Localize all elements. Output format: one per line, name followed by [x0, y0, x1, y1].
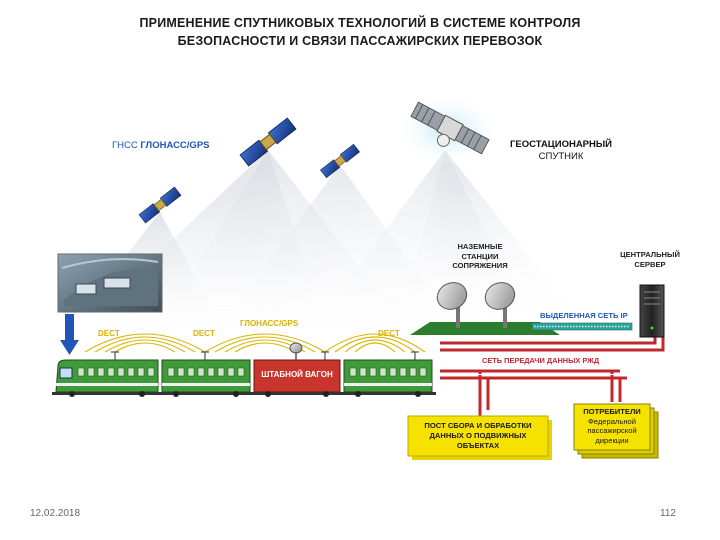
gnss-label: ГНСС ГЛОНАСС/GPS — [112, 140, 210, 151]
gnss-satellite-icon — [239, 117, 297, 167]
ground-stations-label-line-1: НАЗЕМНЫЕ — [457, 242, 503, 251]
gnss-satellite-icon — [138, 186, 182, 224]
post-box-line-1: ПОСТ СБОРА И ОБРАБОТКИ — [424, 421, 532, 430]
gnss-label-system: ГЛОНАСС/GPS — [140, 140, 210, 151]
dect-label-2: DECT — [193, 329, 215, 338]
ground-platform — [410, 322, 560, 335]
ground-stations-label-line-2: СТАНЦИИ — [461, 251, 499, 261]
post-box — [407, 415, 552, 460]
driver-cab-photo — [57, 253, 163, 313]
consumers-box-line-2: Федеральной — [588, 416, 636, 426]
consumers-box-line-3: пассажирской — [587, 426, 637, 435]
ground-station-dish-icon — [436, 282, 468, 328]
train — [52, 359, 436, 397]
staff-car-label: ШТАБНОЙ ВАГОН — [261, 370, 333, 379]
geostationary-satellite-icon — [410, 101, 490, 155]
geo-satellite-label-line-2: СПУТНИК — [538, 151, 584, 162]
down-arrow-icon — [60, 314, 79, 355]
post-box-text: ПОСТ СБОРА И ОБРАБОТКИ ДАННЫХ О ПОДВИЖНЫ… — [408, 421, 548, 451]
gnss-satellite-icon — [320, 143, 360, 179]
geo-satellite-label: ГЕОСТАЦИОНАРНЫЙ СПУТНИК — [510, 139, 612, 163]
train-gnss-antenna-icon — [289, 342, 303, 360]
rzd-network-label: СЕТЬ ПЕРЕДАЧИ ДАННЫХ РЖД — [482, 356, 600, 365]
central-server-label: ЦЕНТРАЛЬНЫЙ СЕРВЕР — [612, 250, 688, 270]
slide-date: 12.02.2018 — [30, 508, 81, 519]
consumers-box-line-4: дирекции — [595, 435, 629, 445]
gnss-label-prefix: ГНСС — [112, 140, 141, 151]
car-antennas — [111, 351, 419, 360]
ground-stations-label-line-3: СОПРЯЖЕНИЯ — [452, 261, 508, 270]
consumers-box-line-1: ПОТРЕБИТЕЛИ — [583, 407, 641, 416]
central-server-icon — [639, 284, 665, 338]
geo-satellite-label-line-1: ГЕОСТАЦИОНАРНЫЙ — [510, 139, 613, 150]
rzd-network-lines — [440, 335, 665, 420]
dedicated-ip-label: ВЫДЕЛЕННАЯ СЕТЬ IP — [540, 311, 628, 320]
ground-stations-label: НАЗЕМНЫЕ СТАНЦИИ СОПРЯЖЕНИЯ — [445, 242, 515, 271]
post-box-line-2: ДАННЫХ О ПОДВИЖНЫХ — [429, 431, 527, 440]
satellite-beams — [60, 150, 600, 345]
central-server-label-line-1: ЦЕНТРАЛЬНЫЙ — [620, 250, 680, 259]
consumers-box-text: ПОТРЕБИТЕЛИ Федеральной пассажирской дир… — [574, 407, 650, 445]
consumers-box — [573, 403, 659, 459]
dect-label-1: DECT — [98, 329, 120, 338]
ground-station-dish-icon — [484, 282, 516, 328]
dect-label-3: DECT — [378, 329, 400, 338]
slide-title-line-2: БЕЗОПАСНОСТИ И СВЯЗИ ПАССАЖИРСКИХ ПЕРЕВО… — [177, 34, 543, 48]
post-box-line-3: ОБЪЕКТАХ — [456, 441, 500, 450]
train-gnss-label: ГЛОНАСС/GPS — [240, 319, 299, 328]
slide-title: ПРИМЕНЕНИЕ СПУТНИКОВЫХ ТЕХНОЛОГИЙ В СИСТ… — [0, 14, 720, 50]
page-number: 112 — [660, 508, 676, 519]
slide-title-line-1: ПРИМЕНЕНИЕ СПУТНИКОВЫХ ТЕХНОЛОГИЙ В СИСТ… — [139, 16, 581, 30]
central-server-label-line-2: СЕРВЕР — [634, 260, 666, 269]
